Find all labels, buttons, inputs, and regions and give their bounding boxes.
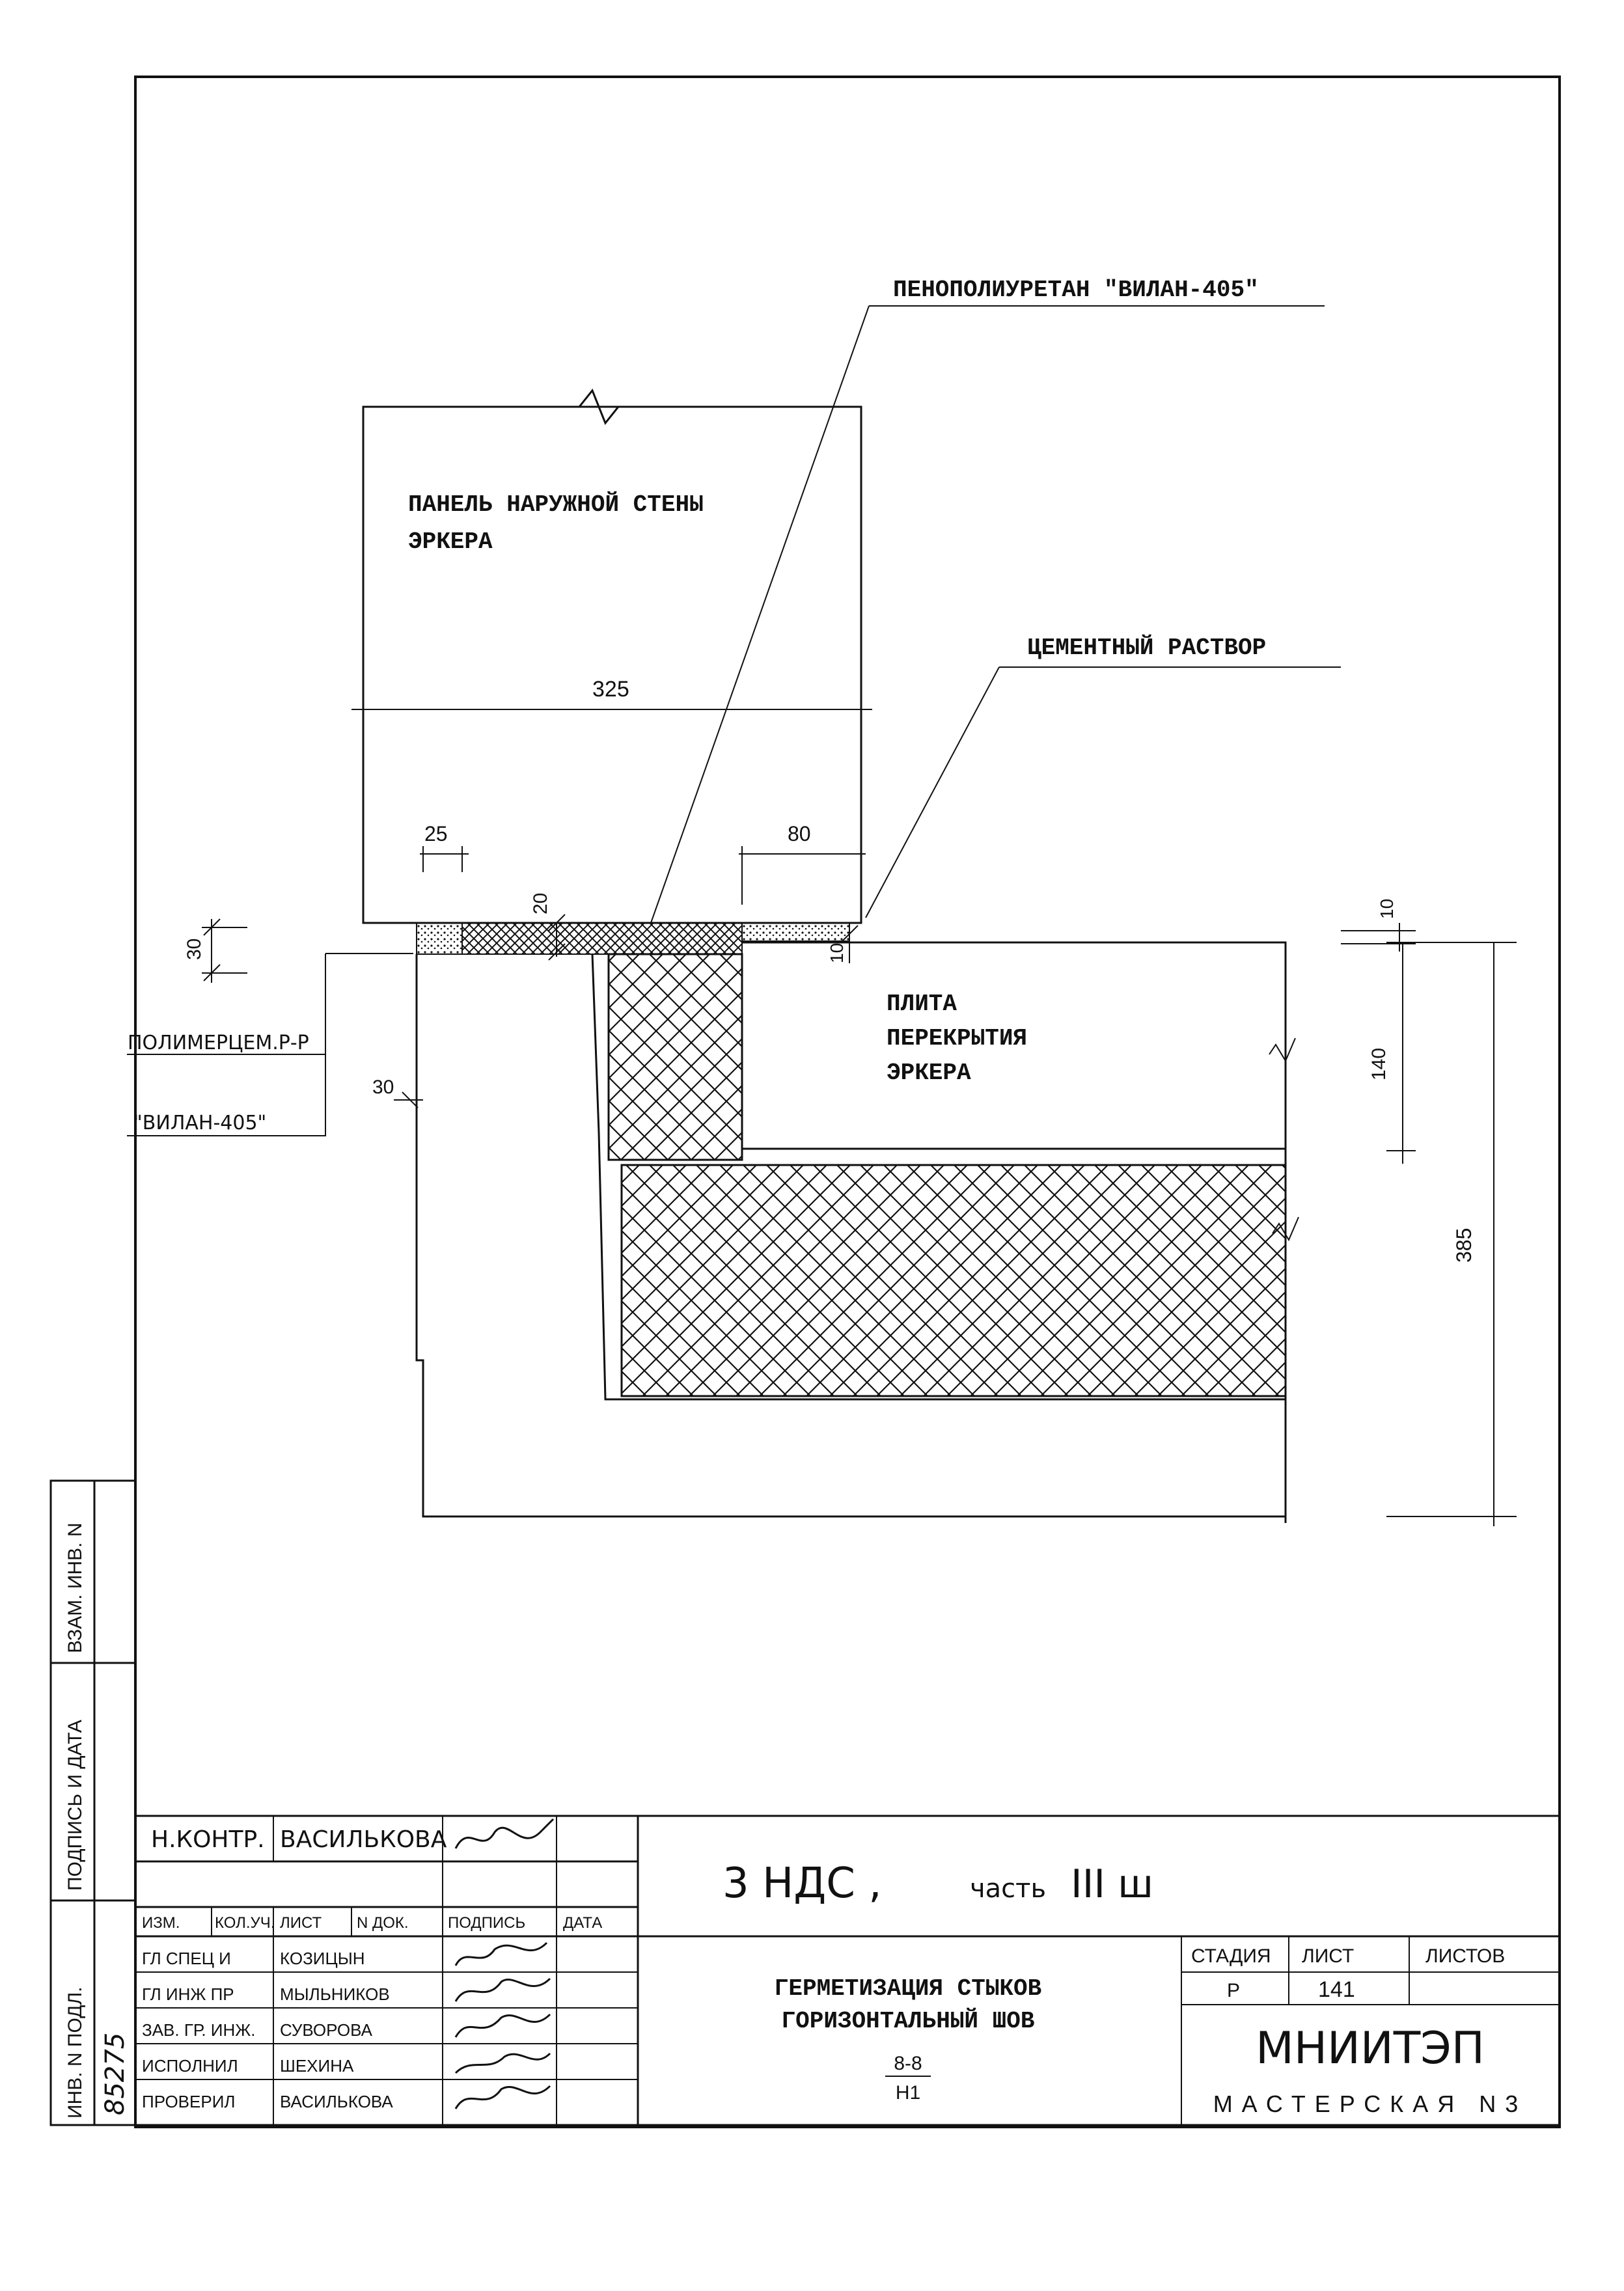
- dim-line-30b: [394, 1091, 423, 1108]
- org-sub: МАСТЕРСКАЯ N3: [1213, 2091, 1528, 2117]
- dim-line-10a: [1341, 923, 1416, 952]
- org-name: МНИИТЭП: [1256, 2023, 1485, 2074]
- norm-control-role: Н.КОНТР.: [151, 1826, 265, 1853]
- staff-name-5: ВАСИЛЬКОВА: [280, 2092, 393, 2111]
- dim-line-25: [420, 846, 469, 872]
- polymer-cement-seal: [416, 922, 463, 955]
- signature-5: [454, 2085, 551, 2109]
- side-vzam-inv: ВЗАМ. ИНВ. N: [64, 1523, 86, 1653]
- side-stamp: ИНВ. N ПОДЛ. ПОДПИСЬ И ДАТА ВЗАМ. ИНВ. N…: [49, 1479, 137, 2126]
- label-foam: ПЕНОПОЛИУРЕТАН "ВИЛАН-405": [893, 277, 1259, 303]
- dim-line-385: [1386, 942, 1517, 1526]
- header-kol-uch: КОЛ.УЧ.: [215, 1914, 275, 1932]
- sheet-title-2: ГОРИЗОНТАЛЬНЫЙ ШОВ: [782, 2007, 1035, 2035]
- dim-line-140: [1386, 942, 1416, 1164]
- label-polymer: ПОЛИМЕРЦЕМ.Р-Р: [128, 1032, 309, 1054]
- dim-10b: 10: [827, 943, 847, 963]
- title-block: Н.КОНТР. ВАСИЛЬКОВА ИЗМ. КОЛ.УЧ. ЛИСТ N …: [134, 1815, 1561, 2126]
- dim-140: 140: [1368, 1048, 1390, 1080]
- label-slab-3: ЭРКЕРА: [887, 1060, 971, 1086]
- dim-line-20: [548, 914, 566, 961]
- lower-wall-outline: [415, 954, 1286, 1518]
- stage-value: Р: [1227, 1980, 1240, 2001]
- dim-line-10b: [841, 924, 859, 963]
- signature-2: [454, 1977, 551, 2002]
- dim-80: 80: [788, 822, 811, 845]
- dim-385: 385: [1452, 1228, 1476, 1263]
- foam-seal: [461, 922, 743, 955]
- staff-name-2: МЫЛЬНИКОВ: [280, 1984, 390, 2004]
- leader-mortar: [865, 666, 1000, 918]
- sheet-frame: [134, 75, 1561, 2128]
- sheets-label: ЛИСТОВ: [1425, 1945, 1505, 1967]
- signature-norm-control: [454, 1818, 555, 1849]
- dim-30b: 30: [372, 1077, 394, 1098]
- dim-line-30a: [202, 918, 247, 983]
- project-part-num: III ш: [1071, 1861, 1153, 1907]
- insulation-break-mark: [1272, 1216, 1299, 1242]
- section-bottom: H1: [896, 2082, 920, 2104]
- inner-wall-outline: [591, 953, 1286, 1401]
- label-panel-1: ПАНЕЛЬ НАРУЖНОЙ СТЕНЫ: [408, 491, 704, 518]
- header-data: ДАТА: [563, 1914, 602, 1932]
- dim-25: 25: [424, 822, 448, 845]
- section-top: 8-8: [894, 2053, 922, 2074]
- norm-control-name: ВАСИЛЬКОВА: [280, 1826, 447, 1853]
- slab-break-mark: [1269, 1037, 1296, 1063]
- dim-20: 20: [530, 893, 551, 914]
- signature-1: [454, 1941, 548, 1966]
- staff-role-2: ГЛ ИНЖ ПР: [142, 1984, 234, 2004]
- side-inv-number: 85275: [100, 2033, 130, 2115]
- sheet-label: ЛИСТ: [1302, 1945, 1354, 1967]
- side-podpis-data: ПОДПИСЬ И ДАТА: [64, 1720, 86, 1891]
- side-inv-podl: ИНВ. N ПОДЛ.: [64, 1987, 86, 2119]
- signature-4: [454, 2052, 551, 2074]
- cement-mortar: [741, 922, 850, 942]
- dim-30a: 30: [184, 939, 205, 960]
- signature-3: [454, 2013, 551, 2038]
- label-mortar: ЦЕМЕНТНЫЙ РАСТВОР: [1027, 634, 1266, 661]
- project-part: часть: [970, 1874, 1046, 1904]
- header-list: ЛИСТ: [280, 1914, 322, 1932]
- sheet-title-1: ГЕРМЕТИЗАЦИЯ СТЫКОВ: [775, 1975, 1041, 2002]
- dim-325: 325: [592, 677, 629, 702]
- header-n-dok: N ДОК.: [357, 1914, 409, 1932]
- stage-label: СТАДИЯ: [1191, 1945, 1271, 1967]
- header-izm: ИЗМ.: [142, 1914, 180, 1932]
- wall-panel: [362, 405, 862, 924]
- label-vilan: "ВИЛАН-405": [133, 1112, 266, 1134]
- project-main: 3 НДС ,: [723, 1859, 882, 1908]
- section-drawing: ПЕНОПОЛИУРЕТАН "ВИЛАН-405" ПАНЕЛЬ НАРУЖН…: [127, 277, 1517, 1526]
- leader-foam: [650, 305, 870, 924]
- break-mark: [578, 389, 620, 425]
- label-slab-2: ПЕРЕКРЫТИЯ: [887, 1025, 1027, 1052]
- staff-role-4: ИСПОЛНИЛ: [142, 2056, 238, 2076]
- sheet-value: 141: [1318, 1977, 1355, 2002]
- staff-role-5: ПРОВЕРИЛ: [142, 2092, 235, 2111]
- insulation-block-upper: [607, 953, 743, 1161]
- label-panel-2: ЭРКЕРА: [408, 528, 493, 555]
- insulation-block-lower: [620, 1164, 1287, 1397]
- staff-name-3: СУВОРОВА: [280, 2020, 373, 2040]
- staff-name-4: ШЕХИНА: [280, 2056, 354, 2076]
- dim-10a: 10: [1377, 899, 1397, 919]
- staff-role-1: ГЛ СПЕЦ И: [142, 1949, 231, 1968]
- staff-name-1: КОЗИЦЫН: [280, 1949, 365, 1968]
- header-podpis: ПОДПИСЬ: [448, 1914, 525, 1932]
- dim-line-80: [739, 846, 866, 905]
- staff-role-3: ЗАВ. ГР. ИНЖ.: [142, 2020, 255, 2040]
- label-slab-1: ПЛИТА: [887, 991, 957, 1017]
